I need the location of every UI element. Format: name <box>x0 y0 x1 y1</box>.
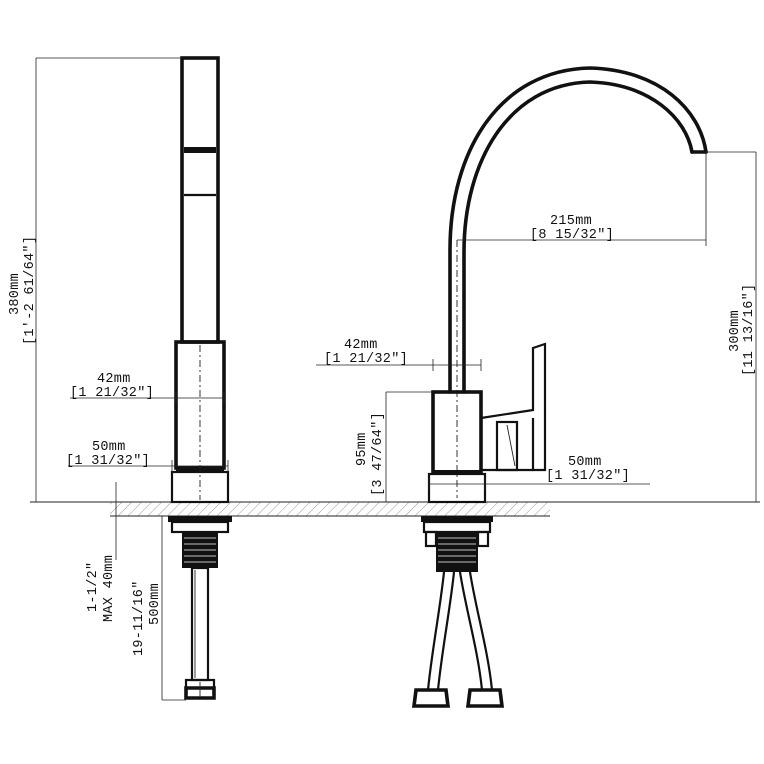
body-height-imperial: [3 47/64"] <box>371 412 386 496</box>
countertop <box>30 501 760 517</box>
spout-height-metric: 300mm <box>728 310 743 352</box>
side-view-faucet <box>168 56 232 700</box>
base-width-front-metric: 50mm <box>568 455 602 470</box>
reach-imperial: [8 15/32"] <box>530 228 614 243</box>
base-width-side-imperial: [1 31/32"] <box>66 454 150 469</box>
body-width-side-imperial: [1 21/32"] <box>70 386 154 401</box>
front-view-faucet <box>411 66 708 708</box>
body-height-metric: 95mm <box>355 432 370 466</box>
base-width-side-metric: 50mm <box>92 440 126 455</box>
reach-metric: 215mm <box>550 214 592 229</box>
deck-thickness-imperial: 1-1/2" <box>86 562 101 612</box>
body-width-front-metric: 42mm <box>344 338 378 353</box>
body-width-front-imperial: [1 21/32"] <box>324 352 408 367</box>
deck-thickness-metric: MAX 40mm <box>102 555 117 622</box>
height-total-metric: 380mm <box>8 273 23 315</box>
base-width-front-imperial: [1 31/32"] <box>546 469 630 484</box>
height-total-imperial: [1'-2 61/64"] <box>23 236 38 345</box>
spout-height-imperial: [11 13/16"] <box>742 284 757 376</box>
hose-length-imperial: 19-11/16" <box>132 580 147 656</box>
hose-length-metric: 500mm <box>148 583 163 625</box>
dimension-lines <box>35 57 757 701</box>
dimension-labels: 380mm [1'-2 61/64"] 42mm [1 21/32"] 50mm… <box>8 214 757 656</box>
body-width-side-metric: 42mm <box>97 372 131 387</box>
